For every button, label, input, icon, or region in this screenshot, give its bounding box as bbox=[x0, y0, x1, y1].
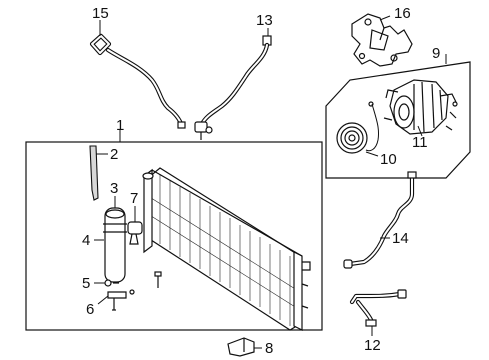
callout-2: 2 bbox=[110, 146, 118, 163]
callout-13: 13 bbox=[256, 12, 273, 29]
callout-11: 11 bbox=[412, 134, 428, 151]
part-13-pipe bbox=[194, 35, 272, 140]
callout-8: 8 bbox=[265, 340, 273, 357]
part-15-hose bbox=[89, 33, 186, 129]
callout-5: 5 bbox=[82, 275, 90, 292]
callout-15: 15 bbox=[92, 5, 109, 22]
callout-9: 9 bbox=[432, 45, 440, 62]
callout-16: 16 bbox=[394, 5, 411, 22]
callout-4: 4 bbox=[82, 232, 90, 249]
part-8-bracket bbox=[227, 337, 255, 357]
callout-14: 14 bbox=[392, 230, 409, 247]
callout-7: 7 bbox=[130, 190, 138, 207]
part-12-hose bbox=[349, 289, 407, 327]
callout-1: 1 bbox=[116, 117, 124, 134]
part-9-compressor-group bbox=[325, 61, 471, 179]
callout-10: 10 bbox=[380, 151, 397, 168]
part-1-condenser-group bbox=[25, 141, 323, 331]
part-16-bracket bbox=[351, 13, 413, 67]
leader-lines bbox=[94, 15, 447, 349]
callout-6: 6 bbox=[86, 301, 94, 318]
callout-12: 12 bbox=[364, 337, 381, 354]
condenser-fins bbox=[147, 174, 301, 326]
callout-3: 3 bbox=[110, 180, 118, 197]
callout-labels: 1 2 3 4 5 6 7 8 9 10 11 12 13 14 15 16 bbox=[82, 5, 440, 357]
part-14-pipe bbox=[343, 171, 417, 269]
